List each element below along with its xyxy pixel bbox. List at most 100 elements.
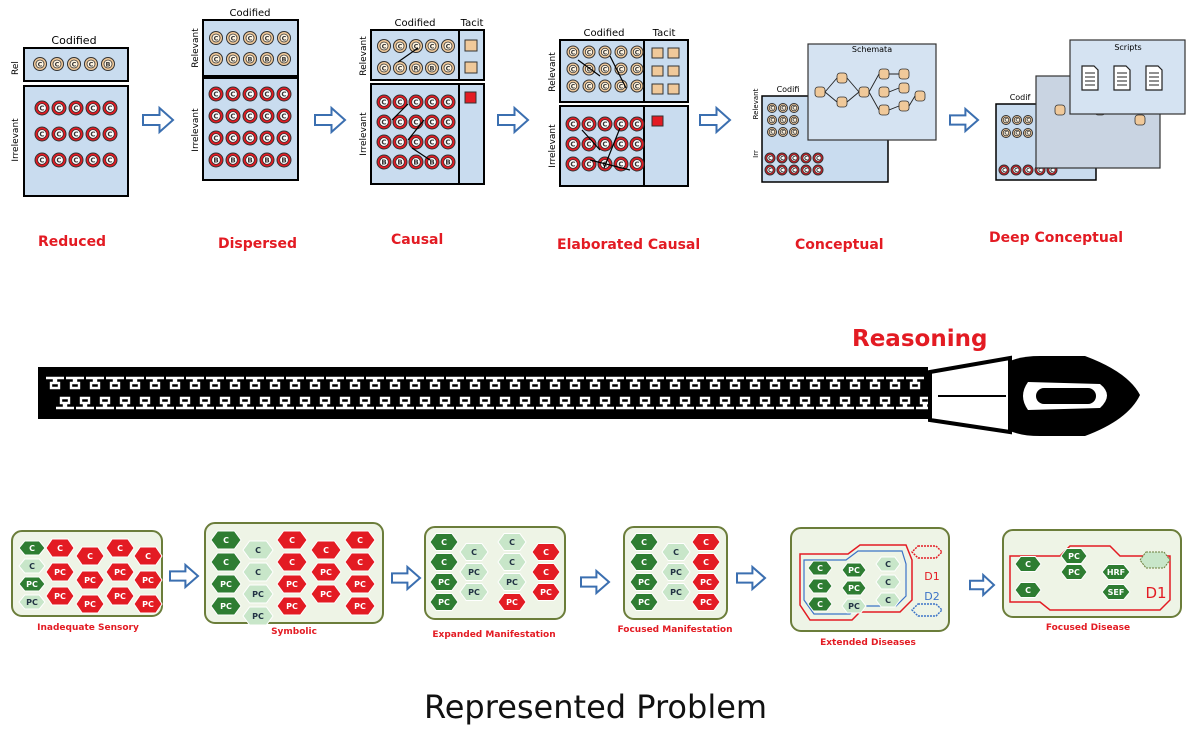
- svg-text:C: C: [635, 83, 640, 90]
- p5-d2-label: D2: [924, 590, 939, 603]
- causal-irrelevant-label: Irrelevant: [359, 112, 369, 156]
- zipper-tooth-top-84: [86, 376, 104, 390]
- svg-text:C: C: [1014, 168, 1018, 174]
- reduced-irr-token-1-1: C: [51, 126, 67, 142]
- reduced-irr-token-0-0: C: [34, 100, 50, 116]
- p2-hex-3: PC: [210, 596, 242, 616]
- conceptual-rel-token-2-2: C: [789, 127, 799, 137]
- p3-hex-13: PC: [531, 583, 561, 601]
- zipper-tooth-top-164: [166, 376, 184, 390]
- svg-text:C: C: [603, 66, 608, 73]
- dispersed-rel-token-0-1: C: [226, 31, 240, 45]
- zipper-tooth-bottom-184: [196, 396, 214, 410]
- reduced-rel-token-0-4: B: [101, 57, 115, 71]
- svg-text:C: C: [230, 113, 235, 121]
- p2-hex-17: PC: [344, 574, 376, 594]
- deep-rel-token-0-1: C: [1012, 115, 1022, 125]
- svg-text:C: C: [571, 83, 576, 90]
- zipper-tooth-top-364: [366, 376, 384, 390]
- p1-red-hex-2: PC: [45, 586, 75, 606]
- zipper-tooth-top-104: [106, 376, 124, 390]
- elaborated-irr-token-1-2: C: [597, 136, 613, 152]
- arrow-top-3: [497, 105, 530, 135]
- causal-irr-token-3-0: B: [376, 154, 392, 170]
- elaborated-rel-token-1-3: C: [614, 62, 628, 76]
- p2-hex-9: C: [276, 552, 308, 572]
- elaborated-tacit-square-a0: [651, 47, 664, 59]
- p1-hex-2: PC: [18, 576, 46, 592]
- svg-text:C: C: [509, 558, 515, 567]
- conceptual-irr-token-0-1: C: [776, 152, 788, 164]
- zipper-tooth-bottom-44: [56, 396, 74, 410]
- elaborated-irr-token-2-3: C: [613, 156, 629, 172]
- dispersed-irr-token-3-3: B: [259, 152, 275, 168]
- p2-hex-14: PC: [310, 584, 342, 604]
- deep-rel-token-1-2: C: [1023, 128, 1033, 138]
- svg-text:C: C: [429, 139, 434, 147]
- bottom-panel-expanded-manifestation: [424, 526, 566, 620]
- svg-text:C: C: [398, 42, 403, 50]
- reduced-irr-token-2-4: C: [102, 152, 118, 168]
- svg-text:C: C: [213, 135, 218, 143]
- svg-text:C: C: [382, 64, 387, 72]
- svg-text:PC: PC: [506, 598, 518, 607]
- svg-text:C: C: [770, 118, 774, 124]
- svg-text:C: C: [619, 49, 624, 56]
- zipper-slider-icon: [928, 355, 1140, 436]
- dispersed-irr-token-0-3: C: [259, 86, 275, 102]
- causal-irr-token-1-2: C: [408, 114, 424, 130]
- reduced-irr-token-1-2: C: [68, 126, 84, 142]
- zipper-tooth-top-64: [66, 376, 84, 390]
- dispersed-irr-token-3-4: B: [276, 152, 292, 168]
- svg-text:C: C: [56, 105, 61, 113]
- causal-irr-token-2-2: C: [408, 134, 424, 150]
- elaborated-irr-token-0-3: C: [613, 116, 629, 132]
- svg-text:C: C: [413, 99, 418, 107]
- svg-text:PC: PC: [286, 580, 298, 589]
- p2-hex-18: PC: [344, 596, 376, 616]
- elaborated-tacit-square-b0: [667, 47, 680, 59]
- p4-hex-10: PC: [691, 593, 721, 611]
- zipper-tooth-bottom-304: [316, 396, 334, 410]
- p6-hex-sef: SEF: [1101, 584, 1131, 600]
- conceptual-rel-token-1-2: C: [789, 115, 799, 125]
- zipper-tooth-top-744: [746, 376, 764, 390]
- svg-text:C: C: [289, 536, 295, 545]
- reduced-rel-label: Rel: [11, 61, 21, 75]
- causal-irr-token-2-4: C: [440, 134, 456, 150]
- arrow-bottom-3: [580, 568, 611, 596]
- svg-text:C: C: [792, 118, 796, 124]
- causal-rel-token-0-0: C: [377, 39, 391, 53]
- elaborated-irrelevant-label: Irrelevant: [548, 124, 558, 168]
- causal-irr-token-0-1: C: [392, 94, 408, 110]
- svg-text:C: C: [89, 60, 94, 68]
- svg-text:C: C: [282, 34, 287, 42]
- svg-text:C: C: [56, 157, 61, 165]
- svg-text:C: C: [55, 60, 60, 68]
- svg-text:B: B: [445, 159, 450, 167]
- svg-text:C: C: [618, 121, 623, 129]
- svg-text:C: C: [618, 141, 623, 149]
- dispersed-rel-token-0-3: C: [260, 31, 274, 45]
- zipper-tooth-top-644: [646, 376, 664, 390]
- causal-irr-token-2-0: C: [376, 134, 392, 150]
- svg-text:C: C: [214, 55, 219, 63]
- svg-text:B: B: [413, 159, 418, 167]
- svg-text:C: C: [39, 131, 44, 139]
- conceptual-rel-token-0-2: C: [789, 103, 799, 113]
- svg-text:C: C: [281, 135, 286, 143]
- svg-text:PC: PC: [84, 576, 96, 585]
- reduced-rel-token-0-2: C: [67, 57, 81, 71]
- zipper-tooth-bottom-544: [556, 396, 574, 410]
- svg-text:C: C: [255, 546, 261, 555]
- arrow-bottom-4: [736, 564, 767, 592]
- dispersed-irr-token-0-2: C: [242, 86, 258, 102]
- zipper-tooth-bottom-824: [836, 396, 854, 410]
- dispersed-rel-token-1-1: C: [226, 52, 240, 66]
- elaborated-irr-token-0-4: C: [629, 116, 645, 132]
- svg-text:C: C: [446, 64, 451, 72]
- p3-hex-6: PC: [459, 583, 489, 601]
- causal-tacit-square-2: [464, 61, 478, 74]
- svg-text:C: C: [264, 113, 269, 121]
- zipper-tooth-bottom-604: [616, 396, 634, 410]
